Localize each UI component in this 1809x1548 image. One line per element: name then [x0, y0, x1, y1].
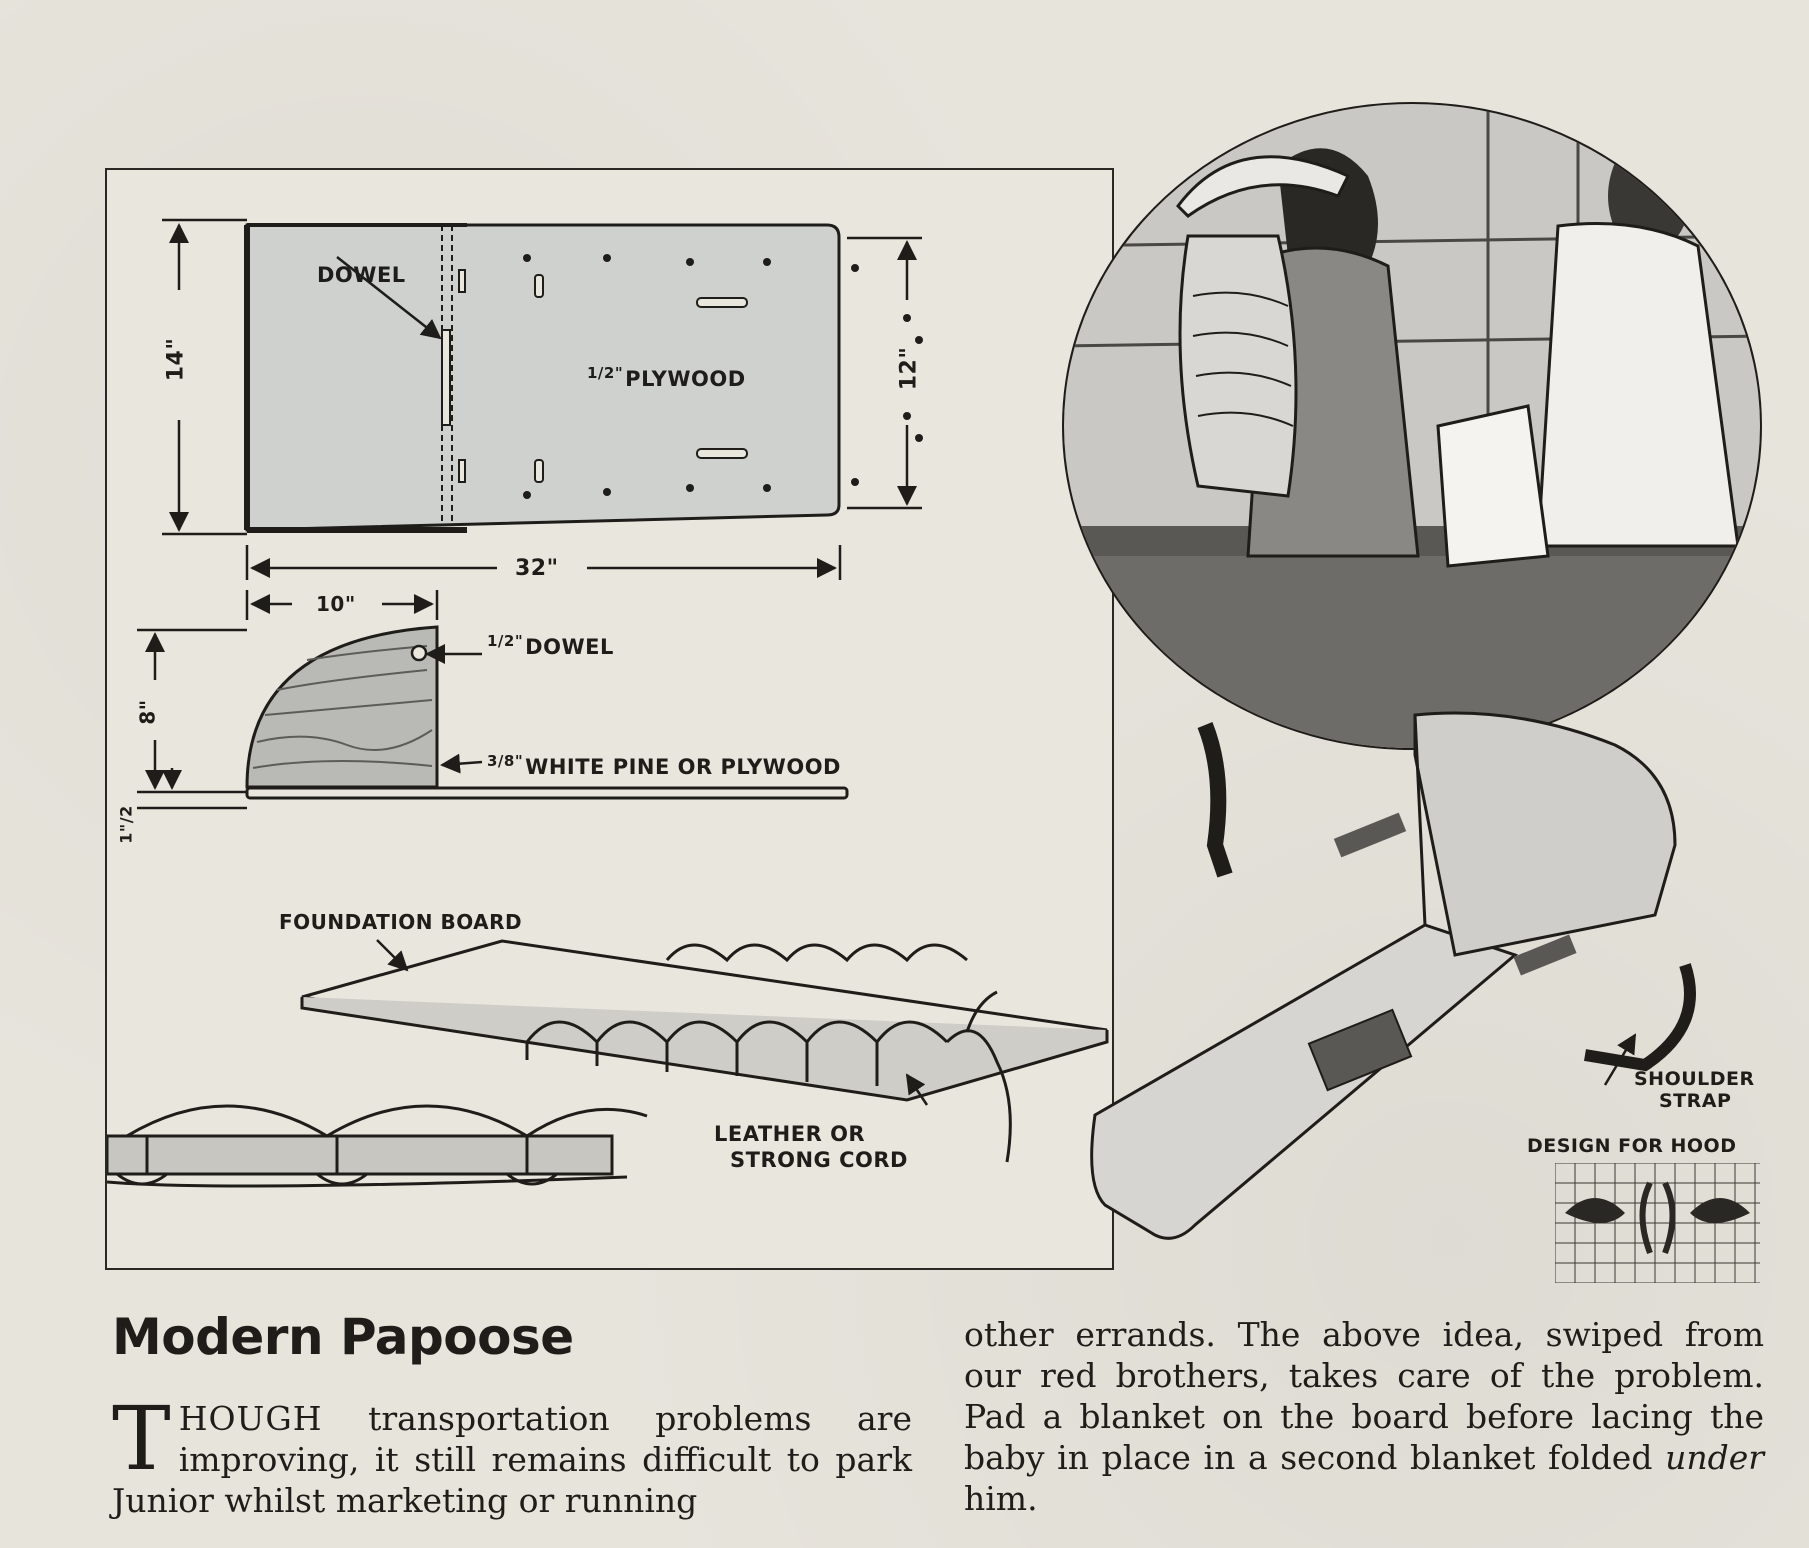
- design-for-hood-label: DESIGN FOR HOOD: [1527, 1135, 1737, 1157]
- column-2-text: other errands. The above idea, swiped fr…: [964, 1315, 1764, 1477]
- foundation-board-view: [300, 939, 1109, 1163]
- article-title: Modern Papoose: [112, 1308, 574, 1366]
- half-dowel-text: DOWEL: [525, 635, 614, 659]
- pine-label: 3/8"WHITE PINE OR PLYWOOD: [487, 752, 841, 779]
- drop-cap: T: [112, 1387, 171, 1490]
- dim-12-label: 12": [896, 346, 922, 391]
- papoose-carrier-illustration: [1090, 711, 1696, 1240]
- article-column-2: other errands. The above idea, swiped fr…: [964, 1314, 1764, 1519]
- column-2-end: him.: [964, 1479, 1038, 1518]
- shoulder-strap-label-2: STRAP: [1659, 1090, 1732, 1112]
- foundation-board-label: FOUNDATION BOARD: [279, 910, 523, 934]
- half-dowel-label: 1/2"DOWEL: [487, 632, 614, 659]
- hood-side-view: [245, 625, 849, 800]
- column-1-text: transportation problems are improving, i…: [112, 1399, 912, 1520]
- pine-text: WHITE PINE OR PLYWOOD: [525, 755, 841, 779]
- dim-14-label: 14": [163, 337, 189, 382]
- plywood-text: PLYWOOD: [625, 367, 746, 391]
- dimension-lines: [137, 218, 922, 810]
- dim-32-label: 32": [515, 556, 559, 581]
- store-scene-illustration: [1062, 102, 1762, 750]
- half-dowel-fraction: 1/2": [487, 632, 524, 650]
- lacing-detail-view: [107, 1104, 648, 1188]
- dim-half-label: 1"/2: [116, 805, 136, 844]
- shoulder-strap-label-1: SHOULDER: [1634, 1068, 1755, 1090]
- dowel-label: DOWEL: [317, 263, 406, 287]
- leather-cord-label-2: STRONG CORD: [730, 1148, 908, 1172]
- board-plan-view: [244, 223, 923, 533]
- leather-cord-label-1: LEATHER OR: [714, 1122, 866, 1146]
- plywood-label: 1/2"PLYWOOD: [587, 364, 746, 391]
- dim-8-label: 8": [135, 699, 160, 725]
- column-2-emphasis: under: [1665, 1438, 1764, 1477]
- plywood-fraction: 1/2": [587, 364, 624, 382]
- dim-10-label: 10": [316, 592, 356, 616]
- pine-fraction: 3/8": [487, 752, 524, 770]
- hood-design-grid: [1555, 1163, 1760, 1283]
- lead-word: HOUGH: [178, 1399, 323, 1438]
- diagram-drawing: [107, 218, 1109, 1188]
- construction-diagram: DOWEL 14" 12" 1/2"PLYWOOD 32" 10" 8" 1"/…: [105, 168, 1114, 1270]
